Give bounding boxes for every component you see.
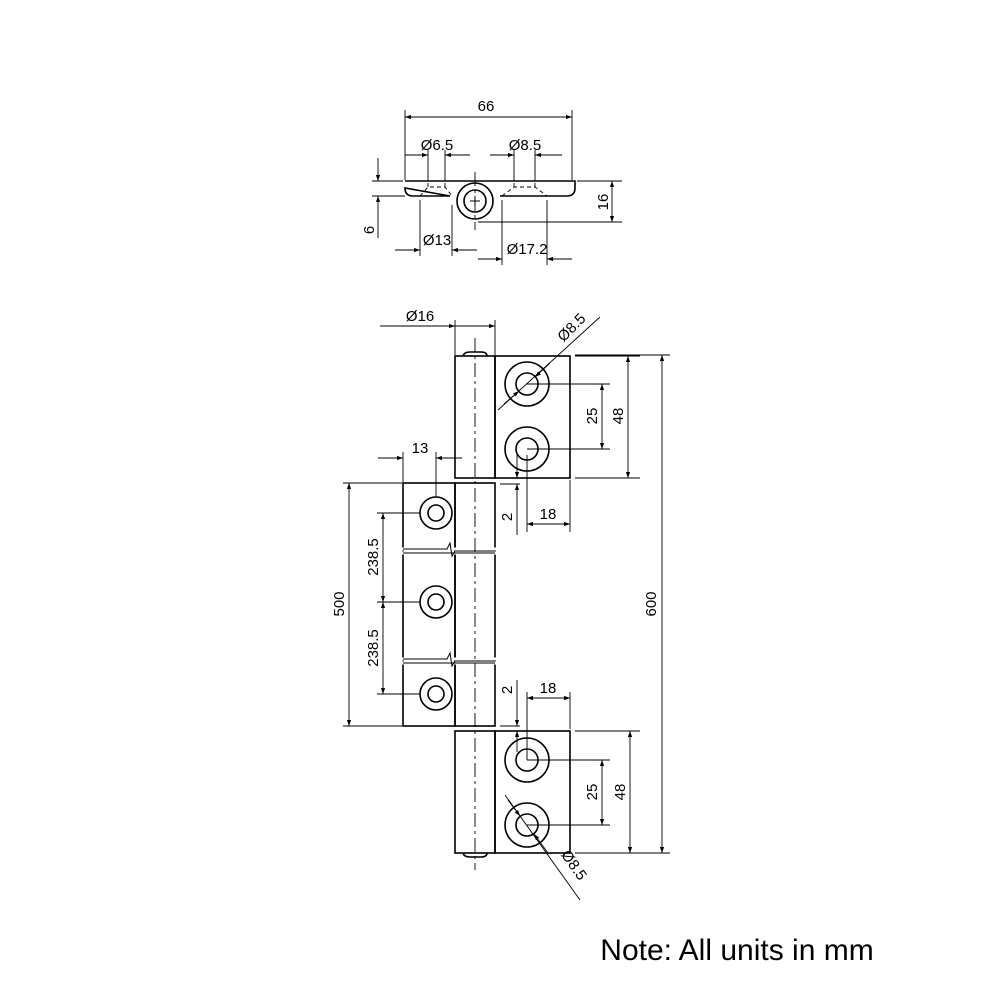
dim-counterbore-left: Ø13 (423, 232, 451, 249)
middle-leaf (402, 482, 456, 727)
top-view: 66 Ø6.5 Ø8.5 6 16 Ø13 Ø17.2 (361, 98, 622, 265)
dim-knuckle-dia: Ø16 (406, 308, 434, 325)
units-note: Note: All units in mm (600, 934, 873, 967)
pin-cap-bottom (462, 852, 488, 858)
dim-hole-top: Ø8.5 (554, 310, 589, 345)
dim-middle-length: 500 (331, 591, 348, 616)
dim-pitch-bottom: 25 (584, 784, 601, 801)
dim-gap-bottom: 2 (499, 686, 516, 694)
dim-height: 16 (595, 194, 612, 211)
dim-gap-top: 2 (499, 513, 516, 521)
dim-hole-left: Ø6.5 (421, 137, 454, 154)
dim-overall: 600 (643, 591, 660, 616)
lower-leaf (494, 730, 571, 854)
dim-hole-right: Ø8.5 (509, 137, 542, 154)
dim-middle-pitch-2: 238.5 (365, 629, 382, 667)
pin-cap-top (462, 351, 488, 357)
dim-width: 66 (478, 98, 495, 115)
dim-leaf-top: 48 (610, 408, 627, 425)
dim-middle-offset: 13 (412, 440, 429, 457)
dim-thickness: 6 (361, 226, 378, 234)
front-view: Ø16 Ø8.5 25 48 600 2 18 13 500 (331, 308, 670, 901)
leaf-outline (404, 180, 576, 197)
dim-offset-bottom: 18 (540, 680, 557, 697)
upper-leaf (494, 355, 571, 479)
dim-middle-pitch-1: 238.5 (365, 538, 382, 576)
dim-offset-top: 18 (540, 506, 557, 523)
dim-leaf-bottom: 48 (612, 784, 629, 801)
dim-pitch-top: 25 (584, 408, 601, 425)
dim-counterbore-right: Ø17.2 (507, 241, 548, 258)
